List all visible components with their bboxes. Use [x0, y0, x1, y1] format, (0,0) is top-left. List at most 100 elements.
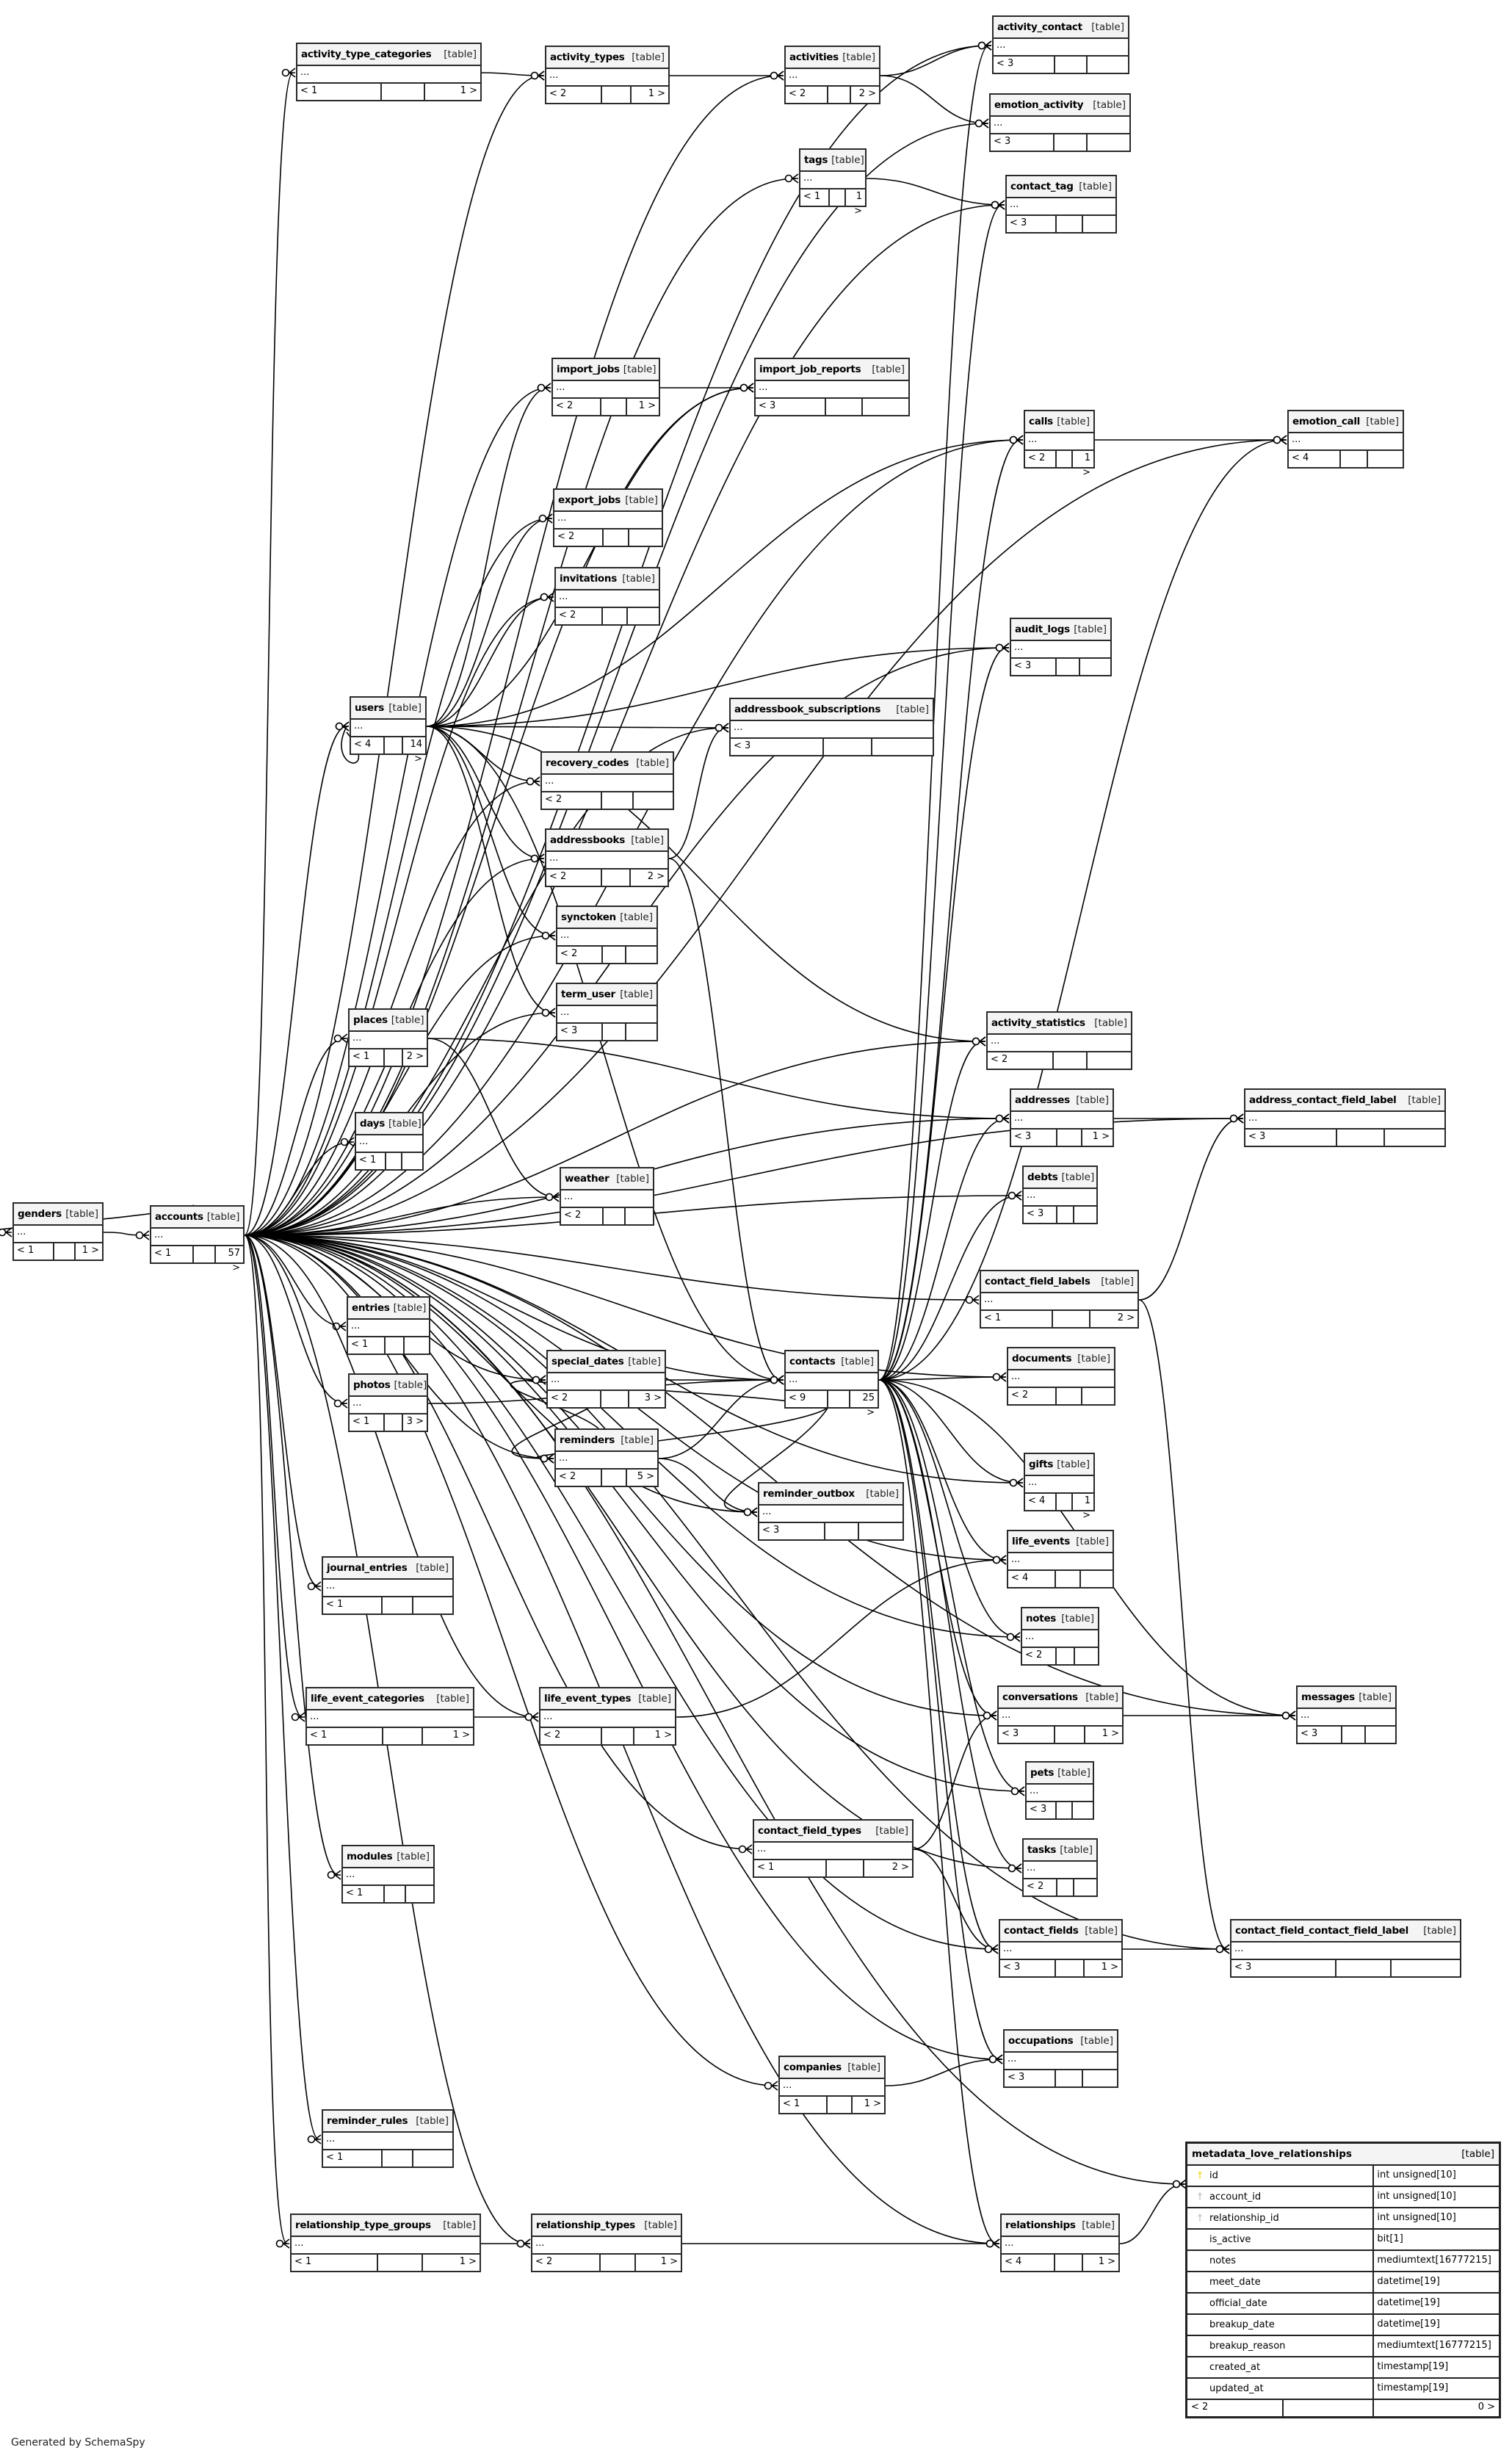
table-name[interactable]: genders — [18, 1208, 62, 1220]
parents-count[interactable]: < 9 — [786, 1391, 828, 1407]
table-name[interactable]: places — [353, 1014, 388, 1026]
table-name[interactable]: tasks — [1027, 1844, 1057, 1856]
table-name[interactable]: pets — [1030, 1767, 1055, 1779]
table-name[interactable]: reminder_outbox — [763, 1488, 855, 1500]
children-count[interactable]: 3 > — [406, 1416, 424, 1427]
children-count[interactable] — [859, 1523, 903, 1539]
table-name[interactable]: conversations — [1002, 1691, 1078, 1703]
children-count[interactable] — [1385, 1130, 1444, 1146]
children-count[interactable]: 1 > — [1082, 1495, 1090, 1521]
parents-count[interactable]: < 1 — [343, 1886, 385, 1902]
parents-count[interactable]: < 2 — [542, 792, 602, 809]
table-name[interactable]: contact_field_types — [758, 1825, 861, 1837]
parents-count[interactable]: < 3 — [1005, 2070, 1057, 2086]
parents-count[interactable]: < 2 — [546, 87, 603, 103]
table-emotion-activity[interactable]: emotion_activity[table]...< 3 — [989, 93, 1131, 152]
table-name[interactable]: reminder_rules — [327, 2115, 408, 2127]
table-name[interactable]: metadata_love_relationships — [1192, 2148, 1352, 2160]
parents-count[interactable]: < 2 — [786, 87, 829, 103]
parents-count[interactable]: < 3 — [1011, 1130, 1058, 1146]
children-count[interactable] — [626, 947, 656, 963]
parents-count[interactable]: < 1 — [356, 1153, 387, 1169]
table-reminder-rules[interactable]: reminder_rules[table]...< 1 — [322, 2109, 454, 2168]
table-name[interactable]: messages — [1301, 1691, 1355, 1703]
parents-count[interactable]: < 3 — [756, 399, 826, 415]
table-name[interactable]: addressbooks — [550, 834, 625, 846]
table-name[interactable]: synctoken — [561, 911, 616, 923]
table-name[interactable]: life_event_categories — [311, 1693, 424, 1705]
children-count[interactable]: 57 > — [228, 1248, 240, 1273]
children-count[interactable] — [1075, 1648, 1098, 1664]
children-count[interactable]: 3 > — [644, 1392, 662, 1403]
parents-count[interactable]: < 1 — [292, 2255, 378, 2271]
parents-count[interactable]: < 1 — [348, 1337, 386, 1354]
children-count[interactable] — [1088, 57, 1128, 73]
table-name[interactable]: contact_tag — [1010, 181, 1074, 192]
parents-count[interactable]: < 1 — [307, 1728, 383, 1744]
table-modules[interactable]: modules[table]...< 1 — [341, 1845, 435, 1904]
children-count[interactable]: 2 > — [1117, 1312, 1135, 1323]
table-name[interactable]: addressbook_subscriptions — [734, 704, 881, 715]
parents-count[interactable]: < 2 — [554, 530, 604, 546]
parents-count[interactable]: < 3 — [1027, 1802, 1057, 1818]
children-count[interactable]: 1 > — [638, 400, 656, 411]
table-name[interactable]: term_user — [561, 989, 615, 1000]
parents-count[interactable]: < 1 — [151, 1246, 194, 1262]
parents-count[interactable]: < 2 — [1024, 1879, 1057, 1896]
table-name[interactable]: activity_type_categories — [301, 48, 432, 60]
children-count[interactable]: 2 > — [406, 1051, 424, 1062]
table-name[interactable]: gifts — [1029, 1459, 1054, 1470]
parents-count[interactable]: < 3 — [1007, 216, 1057, 232]
children-count[interactable]: 1 > — [82, 1245, 99, 1256]
table-pets[interactable]: pets[table]...< 3 — [1025, 1761, 1094, 1820]
parents-count[interactable]: < 1 — [780, 2097, 828, 2113]
table-occupations[interactable]: occupations[table]...< 3 — [1003, 2029, 1118, 2088]
parents-count[interactable]: < 3 — [557, 1024, 604, 1040]
table-invitations[interactable]: invitations[table]...< 2 — [554, 567, 660, 626]
table-name[interactable]: activities — [789, 51, 839, 63]
parents-count[interactable]: < 1 — [323, 1597, 383, 1613]
children-count[interactable]: 1 > — [1102, 1728, 1119, 1739]
children-count[interactable] — [1088, 134, 1129, 151]
parents-count[interactable]: < 3 — [1000, 1960, 1056, 1976]
parents-count[interactable]: < 3 — [731, 739, 824, 755]
children-count[interactable] — [413, 2150, 452, 2167]
children-count[interactable] — [413, 1597, 452, 1613]
children-count[interactable] — [626, 1024, 656, 1040]
parents-count[interactable]: < 2 — [553, 399, 602, 415]
children-count[interactable] — [1080, 659, 1110, 675]
table-name[interactable]: weather — [565, 1173, 609, 1185]
table-name[interactable]: contact_field_contact_field_label — [1235, 1925, 1408, 1937]
parents-count[interactable]: < 3 — [1245, 1130, 1337, 1146]
table-name[interactable]: addresses — [1015, 1094, 1070, 1106]
children-count[interactable]: 2 > — [647, 871, 665, 882]
children-count[interactable] — [1088, 1052, 1131, 1069]
table-name[interactable]: debts — [1027, 1171, 1058, 1183]
parents-count[interactable]: < 1 — [323, 2150, 383, 2167]
children-count[interactable] — [1074, 1879, 1096, 1896]
table-name[interactable]: import_jobs — [557, 364, 620, 375]
table-name[interactable]: tags — [804, 154, 828, 166]
table-name[interactable]: contacts — [789, 1356, 836, 1367]
parents-count[interactable]: < 2 — [557, 947, 604, 963]
table-name[interactable]: activity_types — [550, 51, 625, 63]
parents-count[interactable]: < 2 — [988, 1052, 1054, 1069]
table-name[interactable]: accounts — [155, 1211, 203, 1223]
table-audit-logs[interactable]: audit_logs[table]...< 3 — [1010, 618, 1112, 676]
parents-count[interactable]: < 3 — [1024, 1207, 1057, 1223]
children-count[interactable] — [634, 792, 673, 809]
